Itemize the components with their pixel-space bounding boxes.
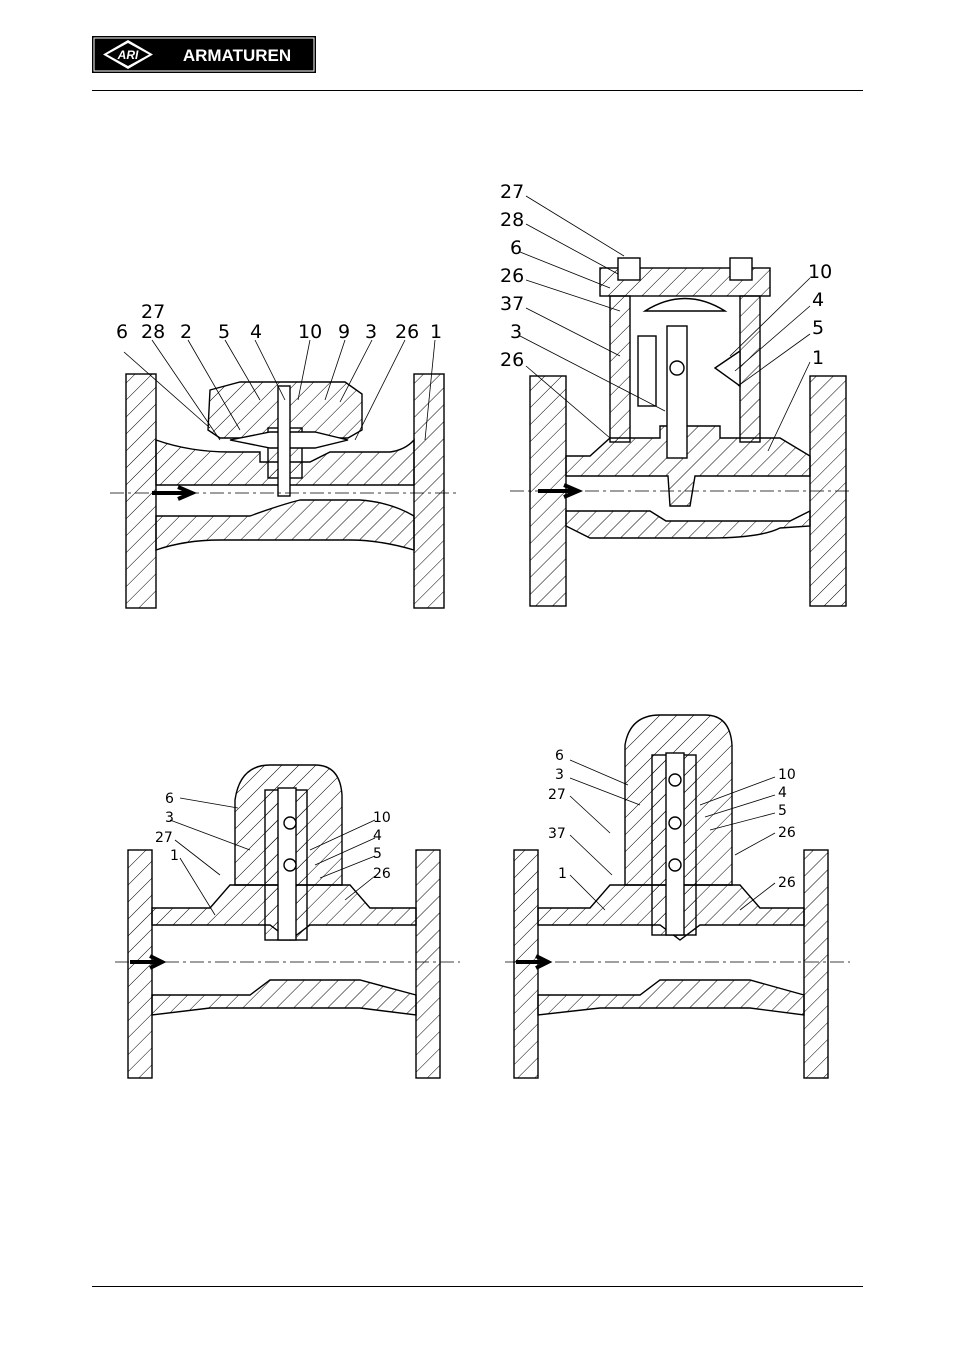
callout-label: 37 xyxy=(548,826,566,842)
callout-label: 26 xyxy=(373,866,391,882)
drawing-bottom-left: 6 3 27 1 10 4 5 26 xyxy=(110,750,470,1085)
callout-label: 37 xyxy=(500,293,524,315)
callout-label: 26 xyxy=(500,265,524,287)
callout-label: 4 xyxy=(812,289,824,311)
logo-wordmark: ARMATUREN xyxy=(183,46,291,65)
callout-label: 2 xyxy=(180,321,192,343)
callout-label: 6 xyxy=(116,321,128,343)
footer-rule xyxy=(92,1286,863,1287)
callout-label: 1 xyxy=(558,866,567,882)
callout-label: 3 xyxy=(165,810,174,826)
callout-label: 5 xyxy=(812,317,824,339)
callout-label: 6 xyxy=(555,748,564,764)
callout-label: 26 xyxy=(778,825,796,841)
callout-label: 27 xyxy=(155,830,173,846)
callout-label: 10 xyxy=(808,261,832,283)
callout-label: 26 xyxy=(500,349,524,371)
callout-label: 6 xyxy=(165,791,174,807)
callout-label: 10 xyxy=(778,767,796,783)
drawing-top-left: 27 6 28 2 5 4 10 9 3 26 1 xyxy=(100,290,470,620)
callout-label: 27 xyxy=(548,787,566,803)
drawing-top-right: 27 28 6 26 37 3 26 10 4 5 1 xyxy=(490,176,860,616)
callout-label: 9 xyxy=(338,321,350,343)
callout-label: 3 xyxy=(555,767,564,783)
callout-label: 26 xyxy=(395,321,419,343)
callout-label: 28 xyxy=(141,321,165,343)
callout-label: 5 xyxy=(778,803,787,819)
callout-label: 1 xyxy=(812,347,824,369)
callout-label: 4 xyxy=(250,321,262,343)
callout-label: 6 xyxy=(510,237,522,259)
drawing-bottom-right: 6 3 27 37 1 10 4 5 26 26 xyxy=(500,705,860,1085)
callout-label: 26 xyxy=(778,875,796,891)
callout-label: 10 xyxy=(373,810,391,826)
callout-label: 5 xyxy=(373,846,382,862)
callout-label: 1 xyxy=(430,321,442,343)
logo-initials: ARI xyxy=(117,48,139,62)
callout-label: 4 xyxy=(373,828,382,844)
callout-label: 4 xyxy=(778,785,787,801)
callout-label: 3 xyxy=(510,321,522,343)
callout-label: 5 xyxy=(218,321,230,343)
ari-armaturen-logo: ARI ARMATUREN xyxy=(92,36,316,73)
callout-label: 10 xyxy=(298,321,322,343)
header-rule xyxy=(92,90,863,91)
callout-label: 3 xyxy=(365,321,377,343)
callout-label: 28 xyxy=(500,209,524,231)
callout-label: 1 xyxy=(170,848,179,864)
callout-label: 27 xyxy=(500,181,524,203)
callout-label: 27 xyxy=(141,301,165,323)
